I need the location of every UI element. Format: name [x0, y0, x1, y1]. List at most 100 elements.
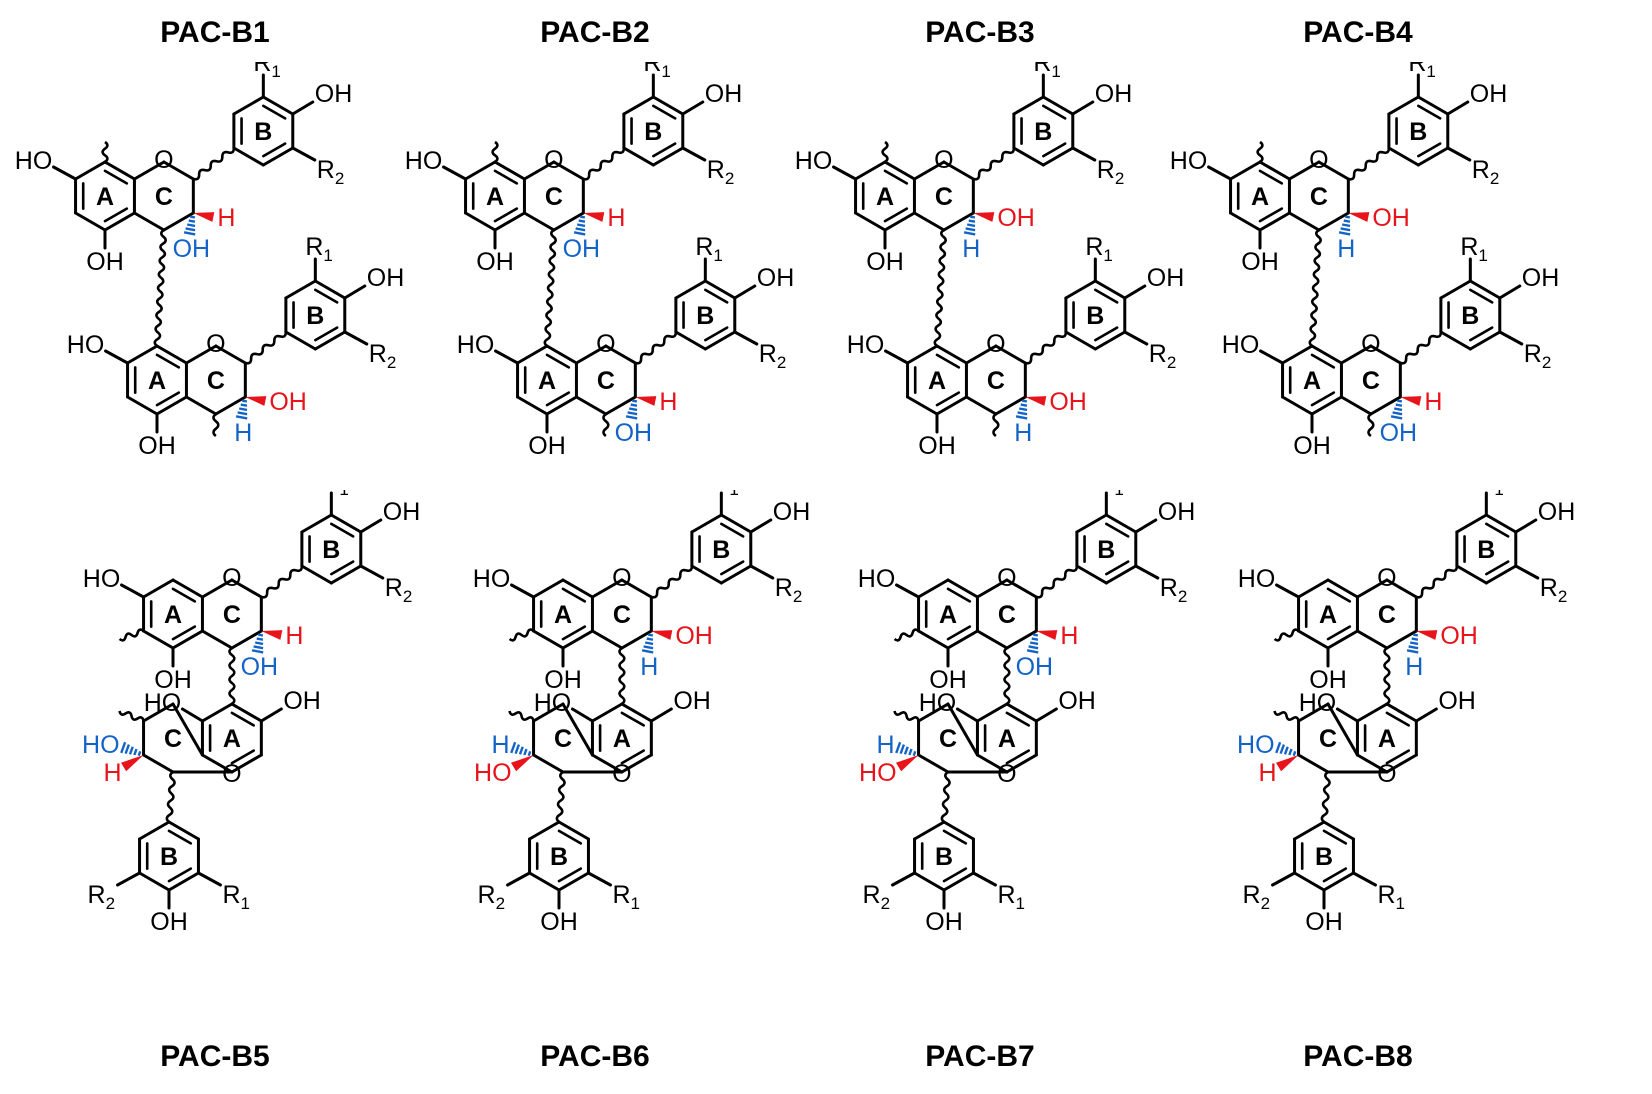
bond	[1071, 100, 1095, 116]
ring-bond	[620, 753, 653, 774]
ring-bond	[1041, 95, 1075, 116]
a-ring: A	[532, 578, 594, 650]
r2-label: R2	[1472, 156, 1500, 188]
hash-mark	[251, 649, 264, 654]
compound-title-b6: PAC-B6	[540, 1040, 650, 1073]
hydroxyl-label: OH	[1305, 908, 1343, 936]
c3-substituent-red: H	[285, 622, 303, 650]
hash-mark	[1026, 649, 1039, 654]
ring-label: A	[1319, 601, 1337, 629]
hydroxyl-label: OH	[283, 687, 321, 715]
ring-label: A	[1303, 367, 1321, 395]
bond	[552, 160, 585, 181]
bond	[570, 707, 594, 723]
bond	[142, 753, 175, 774]
ring-label: A	[1251, 183, 1269, 211]
ring-double-bond	[1469, 326, 1494, 342]
hydroxyl-label: HO	[534, 689, 572, 717]
ring-label: A	[486, 183, 504, 211]
ring-bond	[1468, 279, 1502, 300]
hydroxyl-label: OH	[866, 248, 904, 276]
bond	[1446, 146, 1472, 162]
ring-label: B	[1086, 302, 1104, 330]
r1-label: R1	[695, 233, 723, 265]
ring-double-bond	[103, 169, 129, 185]
c2-b-wavy-bond	[1024, 331, 1068, 365]
hash-mark	[912, 750, 917, 757]
hash-mark	[186, 223, 196, 228]
hydroxyl-label: OH	[1538, 498, 1576, 526]
c3-hashed-bond	[1406, 633, 1419, 654]
hash-mark	[1343, 219, 1351, 223]
r1-label: R1	[1460, 233, 1488, 265]
ring-bond	[167, 871, 200, 892]
b-ring: B	[1439, 279, 1502, 351]
c3-hashed-bond	[251, 633, 264, 654]
hash-mark	[185, 227, 196, 232]
hash-mark	[1033, 633, 1039, 637]
bond	[1355, 629, 1389, 650]
ring-label: B	[1409, 118, 1427, 146]
bond	[1297, 702, 1330, 723]
hash-mark	[895, 741, 902, 754]
ring-double-bond	[935, 391, 961, 407]
ring-bond	[557, 820, 590, 841]
r1-label: R1	[1377, 881, 1405, 913]
c3-hashed-bond	[183, 215, 196, 236]
ring-double-bond	[1417, 142, 1442, 158]
ring-label: B	[254, 118, 272, 146]
bond	[162, 160, 195, 181]
ring-bond	[142, 629, 175, 650]
ring-bond	[935, 395, 968, 416]
bond	[561, 702, 594, 757]
ring-bond	[1387, 146, 1420, 167]
hydroxyl-label: OH	[1158, 498, 1196, 526]
r2-label: R2	[317, 156, 345, 188]
r2-label: R2	[385, 574, 413, 606]
ring-oxygen: O	[986, 330, 1005, 358]
ring-label: A	[928, 367, 946, 395]
ring-double-bond	[545, 353, 571, 369]
lower-b-ring: B	[138, 820, 200, 892]
ring-bond	[883, 211, 916, 232]
ring-bond	[1322, 871, 1355, 892]
ring-double-bond	[1105, 522, 1130, 538]
c6-wavy-bond	[508, 628, 535, 642]
hydroxyl-label: OH	[476, 248, 514, 276]
hash-mark	[1279, 744, 1286, 755]
hash-mark	[254, 641, 264, 646]
bond	[1275, 583, 1301, 599]
c2-b-wavy-bond	[1399, 331, 1443, 365]
ring-bond	[1075, 513, 1108, 534]
ring-bond	[913, 820, 946, 841]
ring-bond	[528, 871, 561, 892]
bond	[964, 344, 998, 365]
ring-bond	[200, 753, 234, 774]
hash-mark	[1395, 403, 1403, 407]
ring-oxygen: O	[596, 330, 615, 358]
ring-bond	[1005, 753, 1038, 774]
c3-wedge-bond	[261, 630, 283, 640]
bond	[522, 211, 556, 232]
ring-bond	[329, 564, 363, 585]
ring-bond	[854, 211, 887, 232]
bond	[895, 583, 921, 599]
hash-mark	[1015, 415, 1028, 420]
bond	[1498, 330, 1524, 346]
c3-substituent-red: H	[1060, 622, 1078, 650]
ring-double-bond	[1310, 391, 1336, 407]
ring-double-bond	[262, 104, 287, 120]
lower-b-ring: B	[913, 820, 975, 892]
ring-bond	[1326, 629, 1359, 650]
ring-bond	[590, 753, 624, 774]
interflavan-wavy-bond	[543, 228, 557, 348]
ring-bond	[232, 95, 265, 116]
c3-hashed-bond	[963, 215, 976, 236]
ring-label: B	[306, 302, 324, 330]
bond	[1414, 707, 1438, 723]
c3-hashed-bond	[573, 215, 586, 236]
bond	[291, 100, 315, 116]
hash-mark	[237, 411, 248, 416]
ring-double-bond	[561, 587, 587, 603]
